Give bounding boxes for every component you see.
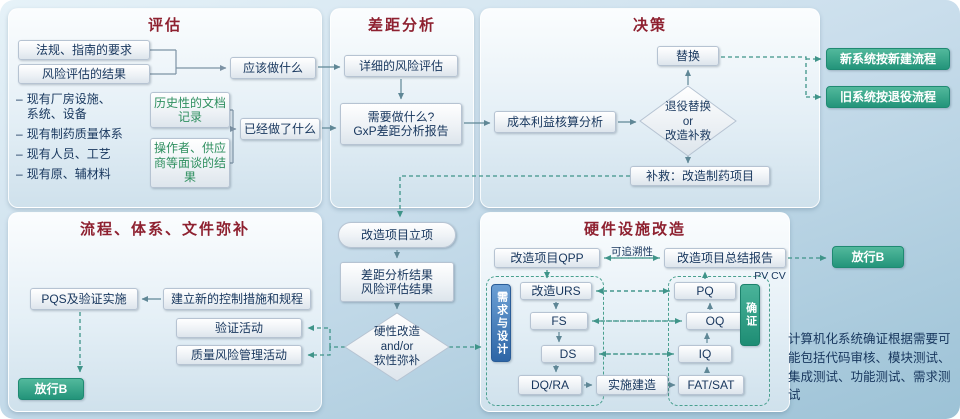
node-interviews: 操作者、供应商等面谈的结果 bbox=[150, 138, 230, 188]
traceability-label: 可追溯性 bbox=[611, 246, 653, 258]
node-req-design: 需求与设计 bbox=[491, 284, 511, 362]
node-historical-docs: 历史性的文档记录 bbox=[150, 92, 230, 128]
node-pqs-validation: PQS及验证实施 bbox=[30, 288, 138, 310]
node-old-system-flow: 旧系统按退役流程 bbox=[826, 86, 950, 108]
node-analysis-results: 差距分析结果 风险评估结果 bbox=[340, 262, 454, 302]
node-replace: 替换 bbox=[657, 46, 719, 66]
decision-diamond-label: 退役替换 or 改造补救 bbox=[665, 101, 711, 143]
list-item: – 现有人员、工艺 bbox=[16, 147, 148, 162]
node-what-should-be-done: 应该做什么 bbox=[230, 57, 316, 79]
node-pq: PQ bbox=[674, 282, 736, 300]
node-regulations: 法规、指南的要求 bbox=[18, 40, 150, 60]
node-qpp: 改造项目QPP bbox=[494, 248, 600, 268]
existing-items-list: – 现有厂房设施、 系统、设备 – 现有制药质量体系 – 现有人员、工艺 – 现… bbox=[16, 92, 148, 187]
node-detailed-risk: 详细的风险评估 bbox=[344, 55, 458, 77]
node-release-b-left: 放行B bbox=[18, 378, 84, 400]
bullet: – bbox=[16, 167, 23, 181]
list-item-text: 现有厂房设施、 系统、设备 bbox=[26, 92, 111, 121]
computerized-system-note: 计算机化系统确证根据需要可能包括代码审核、模块测试、集成测试、功能测试、需求测试 bbox=[788, 332, 951, 403]
node-iq: IQ bbox=[678, 345, 732, 363]
list-item-text: 现有人员、工艺 bbox=[26, 147, 111, 161]
node-new-system-flow: 新系统按新建流程 bbox=[826, 48, 950, 70]
bullet: – bbox=[16, 147, 23, 161]
list-item-text: 现有制药质量体系 bbox=[26, 127, 123, 141]
node-what-needed: 需要做什么? GxP差距分析报告 bbox=[340, 103, 462, 145]
panel-title-hardware: 硬件设施改造 bbox=[583, 221, 686, 238]
node-ds: DS bbox=[541, 345, 595, 363]
node-urs: 改造URS bbox=[520, 282, 592, 300]
panel-title-assessment: 评估 bbox=[147, 17, 182, 34]
hard-soft-diamond-label: 硬性改造 and/or 软性弥补 bbox=[374, 326, 420, 368]
node-validation-activities: 验证活动 bbox=[176, 318, 302, 338]
panel-title-process-remediation: 流程、体系、文件弥补 bbox=[79, 221, 250, 238]
bullet: – bbox=[16, 92, 23, 106]
node-risk-results: 风险评估的结果 bbox=[18, 64, 150, 84]
node-new-controls: 建立新的控制措施和规程 bbox=[163, 288, 311, 310]
node-confirm: 确证 bbox=[740, 284, 760, 346]
node-release-b-right: 放行B bbox=[832, 246, 904, 268]
list-item: – 现有制药质量体系 bbox=[16, 127, 148, 142]
node-summary-report: 改造项目总结报告 bbox=[664, 248, 786, 268]
pv-cv-label: PV CV bbox=[754, 270, 786, 282]
node-build: 实施建造 bbox=[596, 375, 668, 395]
bullet: – bbox=[16, 127, 23, 141]
node-what-has-been-done: 已经做了什么 bbox=[240, 118, 320, 140]
list-item: – 现有厂房设施、 系统、设备 bbox=[16, 92, 148, 122]
node-remedy: 补救：改造制药项目 bbox=[630, 166, 770, 186]
list-item: – 现有原、辅材料 bbox=[16, 167, 148, 182]
list-item-text: 现有原、辅材料 bbox=[26, 167, 111, 181]
node-oq: OQ bbox=[686, 312, 744, 330]
node-project-initiation: 改造项目立项 bbox=[338, 222, 456, 248]
node-qrm-activities: 质量风险管理活动 bbox=[176, 345, 302, 365]
node-cost-benefit: 成本利益核算分析 bbox=[494, 111, 616, 133]
verify-side-boundary bbox=[668, 276, 770, 406]
panel-title-decision: 决策 bbox=[632, 17, 667, 34]
node-fat-sat: FAT/SAT bbox=[678, 375, 744, 395]
panel-title-gap-analysis: 差距分析 bbox=[367, 17, 436, 34]
node-dq-ra: DQ/RA bbox=[518, 375, 582, 395]
node-fs: FS bbox=[530, 312, 588, 330]
